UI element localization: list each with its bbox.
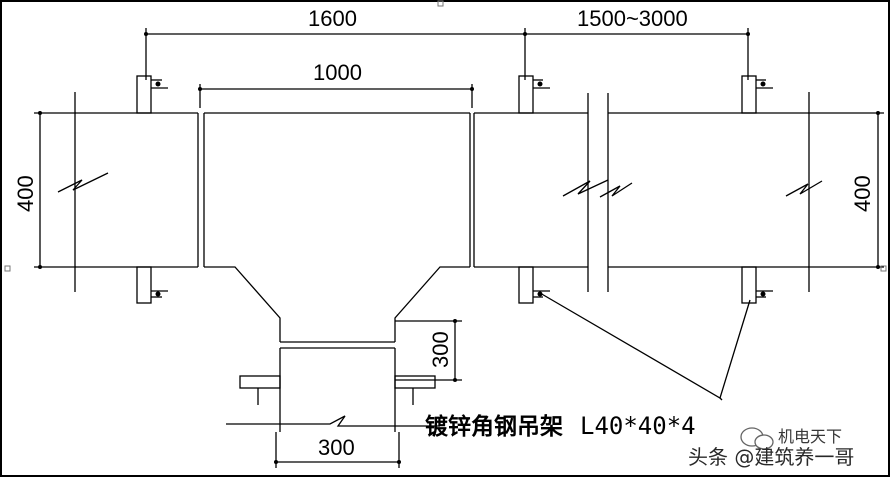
dim-300-vertical-label: 300 <box>428 331 453 368</box>
dim-400-left-label: 400 <box>13 175 38 212</box>
dim-300-vertical <box>395 320 462 381</box>
main-duct <box>57 92 823 292</box>
dim-1600 <box>145 28 526 80</box>
watermark: 机电天下 头条 @建筑养一哥 <box>688 427 854 469</box>
callout-leaders <box>539 292 751 401</box>
hanger-bottom-3 <box>741 266 773 304</box>
dim-400-right <box>808 112 884 268</box>
tee-fitting <box>203 112 471 343</box>
hanger-top-1 <box>136 75 168 114</box>
hanger-top-2 <box>518 75 550 114</box>
watermark-logo-text: 机电天下 <box>778 427 842 446</box>
dim-1600-label: 1600 <box>308 6 357 31</box>
dim-400-left <box>34 112 76 268</box>
watermark-source: 头条 @建筑养一哥 <box>688 445 854 469</box>
hanger-branch-left <box>239 375 281 405</box>
hanger-branch-right <box>394 375 436 405</box>
callout-material: 镀锌角钢吊架 <box>425 413 563 440</box>
dim-1000 <box>199 84 473 108</box>
hanger-top-3 <box>741 75 773 114</box>
branch-duct <box>226 347 440 432</box>
dim-1500-3000-label: 1500~3000 <box>577 6 688 31</box>
dim-1500-3000 <box>525 28 749 80</box>
dim-300-horizontal-label: 300 <box>318 435 355 460</box>
hanger-bottom-1 <box>136 266 168 304</box>
hanger-bottom-2 <box>518 266 550 304</box>
dim-400-right-label: 400 <box>850 175 875 212</box>
wechat-logo-icon <box>740 427 774 450</box>
dim-1000-label: 1000 <box>313 60 362 85</box>
callout-spec: L40*40*4 <box>580 412 696 440</box>
